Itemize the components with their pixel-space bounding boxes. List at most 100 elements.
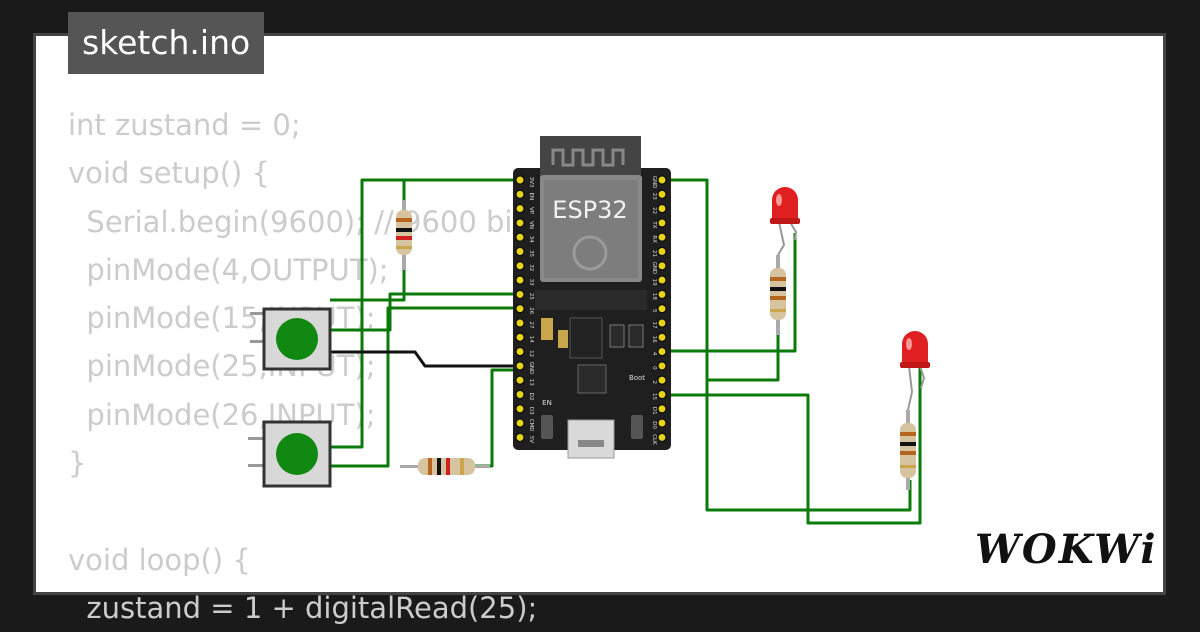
pin-2[interactable] — [657, 375, 667, 386]
pin-label: CMD — [528, 419, 534, 432]
pin-34[interactable] — [515, 232, 525, 243]
resistor-band — [396, 236, 412, 240]
pin-15[interactable] — [657, 389, 667, 400]
led-highlight — [906, 338, 912, 350]
smd-component — [628, 324, 644, 348]
pin-clk[interactable] — [657, 432, 667, 443]
pin-label: D0 — [651, 421, 657, 429]
pin-32[interactable] — [515, 260, 525, 271]
pin-vp[interactable] — [515, 203, 525, 214]
resistor-5[interactable] — [900, 410, 916, 490]
pin-14[interactable] — [515, 332, 525, 343]
pushbutton-1[interactable] — [250, 307, 332, 371]
pin-18[interactable] — [657, 289, 667, 300]
wire-pin15-led2 — [662, 367, 922, 525]
usb-port-slot — [578, 440, 604, 447]
pin-d1[interactable] — [657, 403, 667, 414]
pin-0[interactable] — [657, 360, 667, 371]
wire-resistor4-gnd — [707, 320, 780, 382]
pin-label: 5 — [651, 309, 657, 313]
pin-gnd[interactable] — [657, 175, 667, 185]
pin-d3[interactable] — [515, 403, 525, 414]
resistor-4[interactable] — [770, 255, 786, 335]
smd-component — [541, 318, 553, 340]
button-cap[interactable] — [276, 318, 318, 360]
resistor-3[interactable] — [400, 458, 490, 475]
pin-5v[interactable] — [515, 432, 525, 443]
pin-label: 13 — [528, 379, 534, 386]
resistor-1[interactable] — [396, 200, 412, 270]
pin-label: 0 — [651, 366, 657, 370]
pin-d2[interactable] — [515, 389, 525, 400]
led-1[interactable] — [770, 187, 800, 256]
esp32-board[interactable]: ESP32 EN Boot 3V3ENVPVN34353233252627141… — [513, 136, 671, 459]
resistor-band — [446, 458, 450, 475]
pin-gnd[interactable] — [657, 260, 667, 271]
pin-gnd[interactable] — [515, 360, 525, 371]
led-rim — [900, 362, 930, 368]
pin-3v3[interactable] — [515, 175, 525, 185]
code-line: pinMode(4,OUTPUT); — [68, 252, 389, 287]
pin-rx[interactable] — [657, 232, 667, 243]
pin-4[interactable] — [657, 346, 667, 357]
wokwi-logo[interactable]: WOKWi — [975, 526, 1158, 573]
pushbutton-2[interactable] — [248, 420, 332, 488]
pin-21[interactable] — [657, 246, 667, 257]
pin-33[interactable] — [515, 275, 525, 286]
pin-tx[interactable] — [657, 217, 667, 228]
sketch-tab[interactable]: sketch.ino — [68, 12, 265, 74]
pin-label: 27 — [528, 322, 534, 329]
pad-row — [535, 290, 647, 310]
en-label: EN — [542, 399, 552, 407]
pin-label: EN — [528, 193, 534, 201]
usb-port — [567, 419, 615, 459]
pin-label: 25 — [528, 293, 534, 300]
button-cap[interactable] — [276, 433, 318, 475]
led-leg — [777, 221, 786, 256]
pin-label: 15 — [651, 393, 657, 400]
resistor-band — [428, 458, 432, 475]
resistor-body — [900, 423, 916, 478]
pin-label: D1 — [651, 407, 657, 415]
wire-gnd-button1 — [330, 350, 520, 368]
pin-26[interactable] — [515, 303, 525, 314]
boot-button[interactable] — [631, 415, 643, 439]
en-button[interactable] — [541, 415, 553, 439]
pin-5[interactable] — [657, 303, 667, 314]
pin-13[interactable] — [515, 375, 525, 386]
pin-label: RX — [651, 235, 657, 243]
resistor-band — [900, 451, 916, 455]
wire-pin25-button1 — [330, 292, 520, 332]
pin-23[interactable] — [657, 189, 667, 200]
resistor-band — [396, 218, 412, 222]
pin-19[interactable] — [657, 275, 667, 286]
pin-25[interactable] — [515, 289, 525, 300]
espressif-logo-icon — [572, 235, 608, 271]
pin-22[interactable] — [657, 203, 667, 214]
pin-cmd[interactable] — [515, 418, 525, 429]
boot-label: Boot — [629, 374, 645, 382]
pin-35[interactable] — [515, 246, 525, 257]
pin-label: 12 — [528, 350, 534, 357]
led-rim — [770, 218, 800, 224]
resistor-body — [770, 268, 786, 320]
pin-d0[interactable] — [657, 418, 667, 429]
pin-16[interactable] — [657, 332, 667, 343]
pin-27[interactable] — [515, 318, 525, 328]
led-2[interactable] — [900, 331, 930, 411]
left-pin-header: 3V3ENVPVN343532332526271412GND13D2D3CMD5… — [515, 175, 534, 443]
pin-label: GND — [528, 362, 534, 375]
pin-vn[interactable] — [515, 217, 525, 228]
pin-label: 19 — [651, 279, 657, 286]
resistor-band — [396, 246, 412, 249]
pin-label: 17 — [651, 322, 657, 329]
pin-12[interactable] — [515, 346, 525, 357]
usb-uart-chip — [577, 364, 607, 394]
pin-en[interactable] — [515, 189, 525, 200]
pin-17[interactable] — [657, 318, 667, 328]
resistor-band — [770, 309, 786, 312]
resistor-band — [900, 465, 916, 468]
resistor-band — [900, 432, 916, 436]
pin-label: 4 — [651, 352, 657, 356]
